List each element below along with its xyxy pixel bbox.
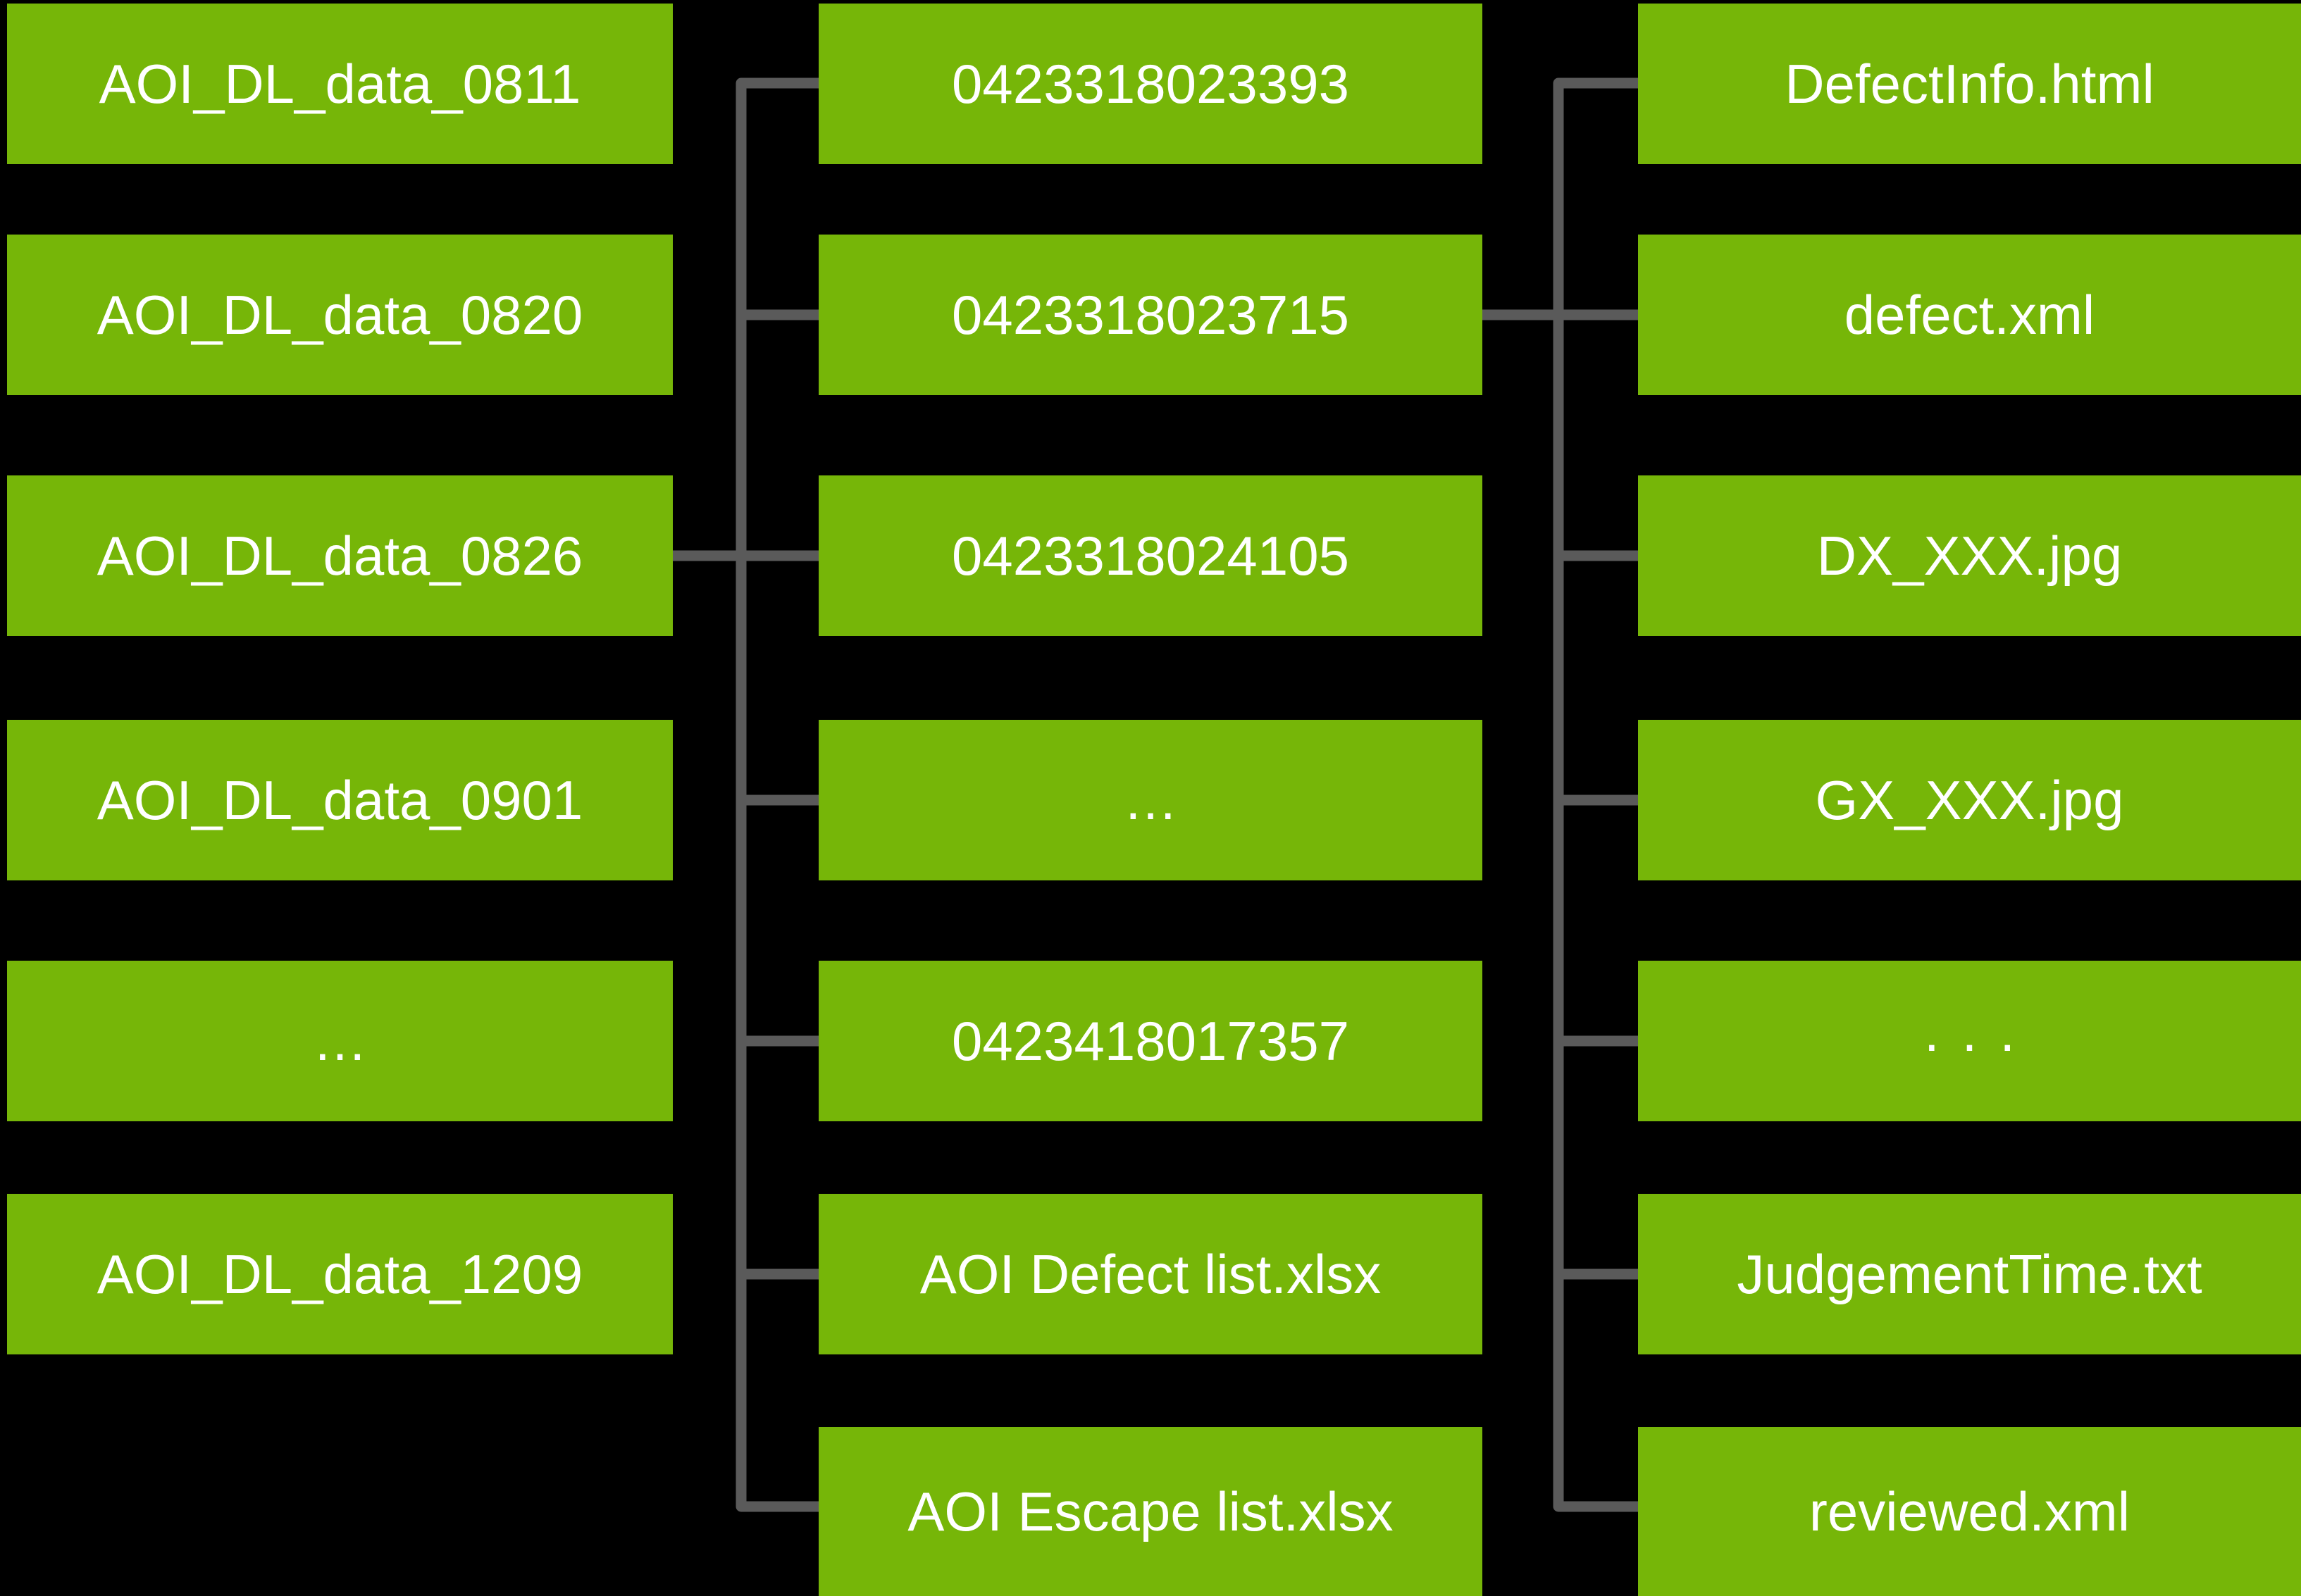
tree-node: AOI_DL_data_0901 [7,720,673,880]
tree-node: 0423418017357 [819,961,1482,1121]
connector-level2-to-level3 [1482,77,1638,1512]
tree-node: AOI_DL_data_0820 [7,235,673,395]
tree-node: AOI Escape list.xlsx [819,1427,1482,1596]
connector-level1-to-level2 [673,77,819,1512]
tree-node: AOI Defect list.xlsx [819,1194,1482,1354]
tree-node: 0423318023715 [819,235,1482,395]
tree-node: AOI_DL_data_1209 [7,1194,673,1354]
tree-node-ellipsis: ... [1638,961,2301,1121]
tree-node: 0423318023393 [819,4,1482,164]
tree-node-ellipsis: … [7,961,673,1121]
tree-node: GX_XXX.jpg [1638,720,2301,880]
tree-node: JudgementTime.txt [1638,1194,2301,1354]
tree-node: DX_XXX.jpg [1638,475,2301,636]
tree-node: AOI_DL_data_0811 [7,4,673,164]
tree-node: DefectInfo.html [1638,4,2301,164]
tree-node: defect.xml [1638,235,2301,395]
tree-node: AOI_DL_data_0826 [7,475,673,636]
tree-node: reviewed.xml [1638,1427,2301,1596]
tree-node-ellipsis: … [819,720,1482,880]
tree-node: 0423318024105 [819,475,1482,636]
